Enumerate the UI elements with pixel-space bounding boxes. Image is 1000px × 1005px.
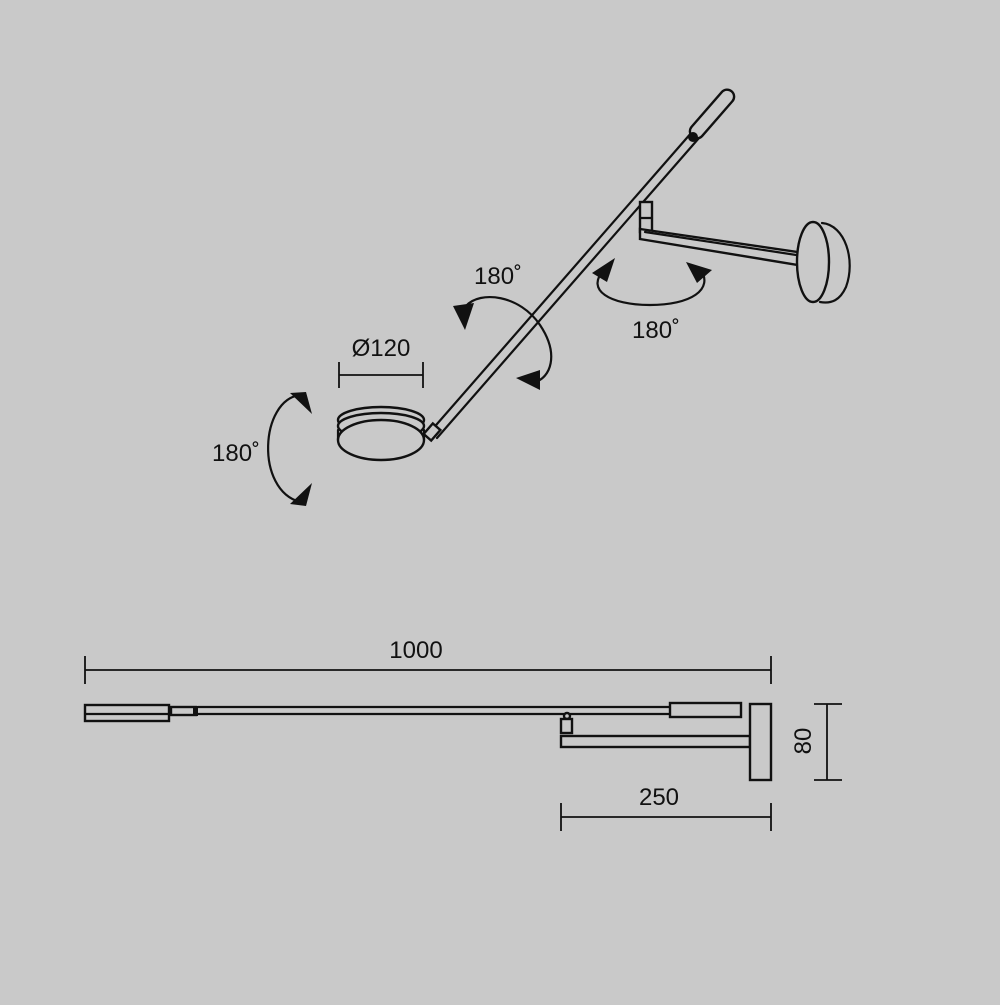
arm-rotation: 180˚: [453, 263, 553, 390]
side-view: 1000 80: [83, 637, 842, 831]
lamp-head: [336, 405, 426, 462]
wall-base: [795, 220, 851, 304]
base-swivel-rotation: 180˚: [592, 258, 712, 344]
side-bracket: [559, 702, 773, 782]
base-height-dimension: 80: [790, 703, 842, 781]
head-tilt-label: 180˚: [212, 440, 260, 467]
arm-rotation-label: 180˚: [474, 263, 522, 290]
total-length-dimension: 1000: [84, 637, 772, 684]
bracket-length-label: 250: [639, 784, 679, 811]
total-length-label: 1000: [389, 637, 442, 664]
wall-bracket: [638, 200, 820, 270]
head-diameter-label: Ø120: [352, 335, 411, 362]
head-diameter-dimension: Ø120: [338, 335, 424, 388]
side-lamp-head: [83, 703, 198, 723]
base-swivel-label: 180˚: [632, 317, 680, 344]
side-arm: [196, 701, 743, 719]
bracket-length-dimension: 250: [560, 784, 772, 831]
base-height-label: 80: [790, 728, 817, 755]
perspective-view: Ø120 180˚ 180˚: [212, 88, 851, 506]
lamp-arm: [421, 88, 736, 443]
head-tilt-rotation: 180˚: [212, 392, 312, 506]
